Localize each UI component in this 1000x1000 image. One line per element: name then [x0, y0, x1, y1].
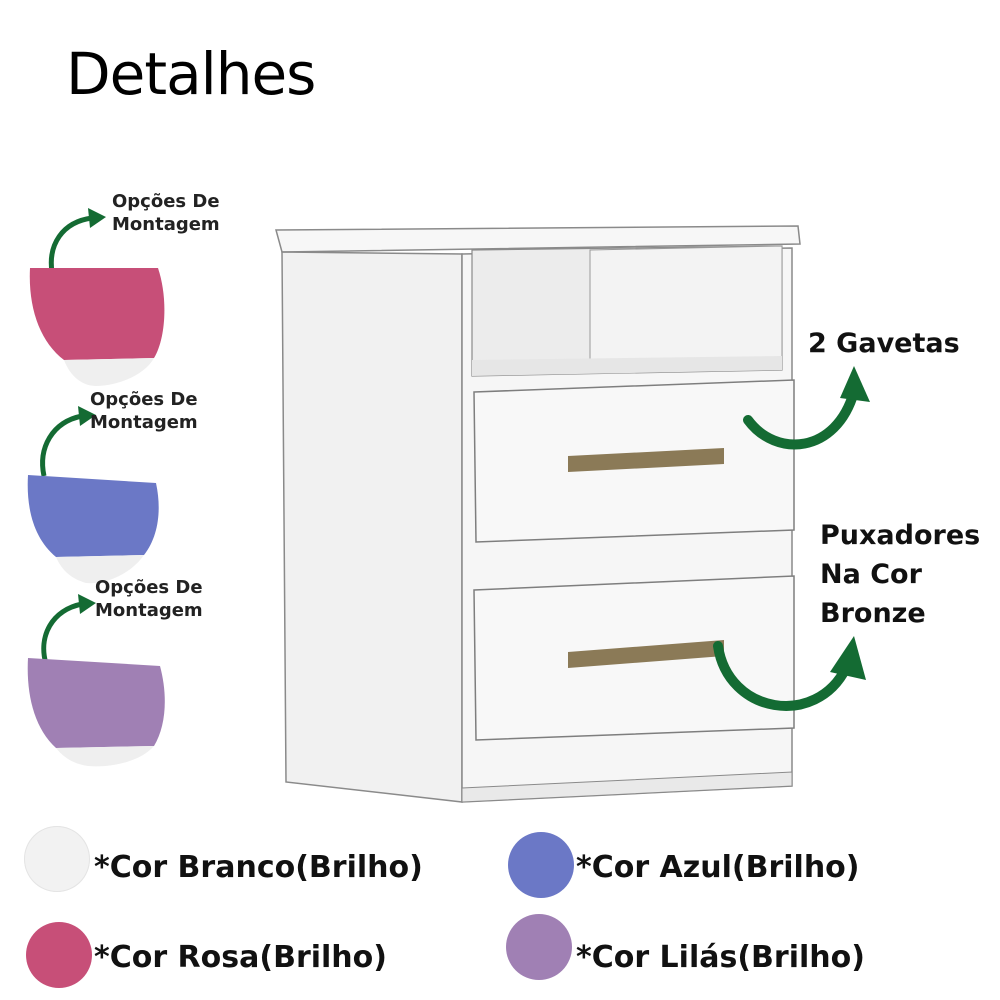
pink-color-swatch: [26, 922, 92, 988]
page-title: Detalhes: [66, 40, 316, 108]
handles-callout: Puxadores Na Cor Bronze: [820, 520, 981, 629]
legend-label-lilac: *Cor Lilás(Brilho): [576, 940, 865, 975]
side-panel: [281, 251, 463, 803]
curved-arrow-icon: [743, 366, 870, 450]
assembly-option-label: Opções De Montagem: [90, 389, 198, 433]
assembly-option-label: Opções De Montagem: [95, 577, 203, 621]
curved-arrow-icon: [40, 406, 96, 477]
swatch-fill: [29, 268, 165, 360]
top-board: [275, 225, 801, 253]
lilac-color-swatch: [506, 914, 572, 980]
legend-label-white: *Cor Branco(Brilho): [94, 850, 423, 885]
swatch-fill: [27, 475, 159, 557]
lilac-assembly-swatch: [26, 658, 166, 768]
legend-label-pink: *Cor Rosa(Brilho): [94, 940, 387, 975]
assembly-option-label: Opções De Montagem: [112, 191, 220, 235]
drawer-handle-top: [568, 448, 724, 472]
curved-arrow-icon: [41, 594, 96, 665]
pink-assembly-swatch: [26, 268, 166, 386]
swatch-fill: [27, 658, 165, 748]
drawer-handle-bottom: [568, 640, 724, 668]
curved-arrow-icon: [713, 636, 866, 711]
drawers-callout: 2 Gavetas: [808, 328, 960, 359]
white-color-swatch: [24, 826, 90, 892]
curved-arrow-icon: [48, 208, 106, 273]
nightstand-illustration: [275, 225, 801, 803]
blue-assembly-swatch: [26, 475, 160, 585]
blue-color-swatch: [508, 832, 574, 898]
legend-label-blue: *Cor Azul(Brilho): [576, 850, 860, 885]
